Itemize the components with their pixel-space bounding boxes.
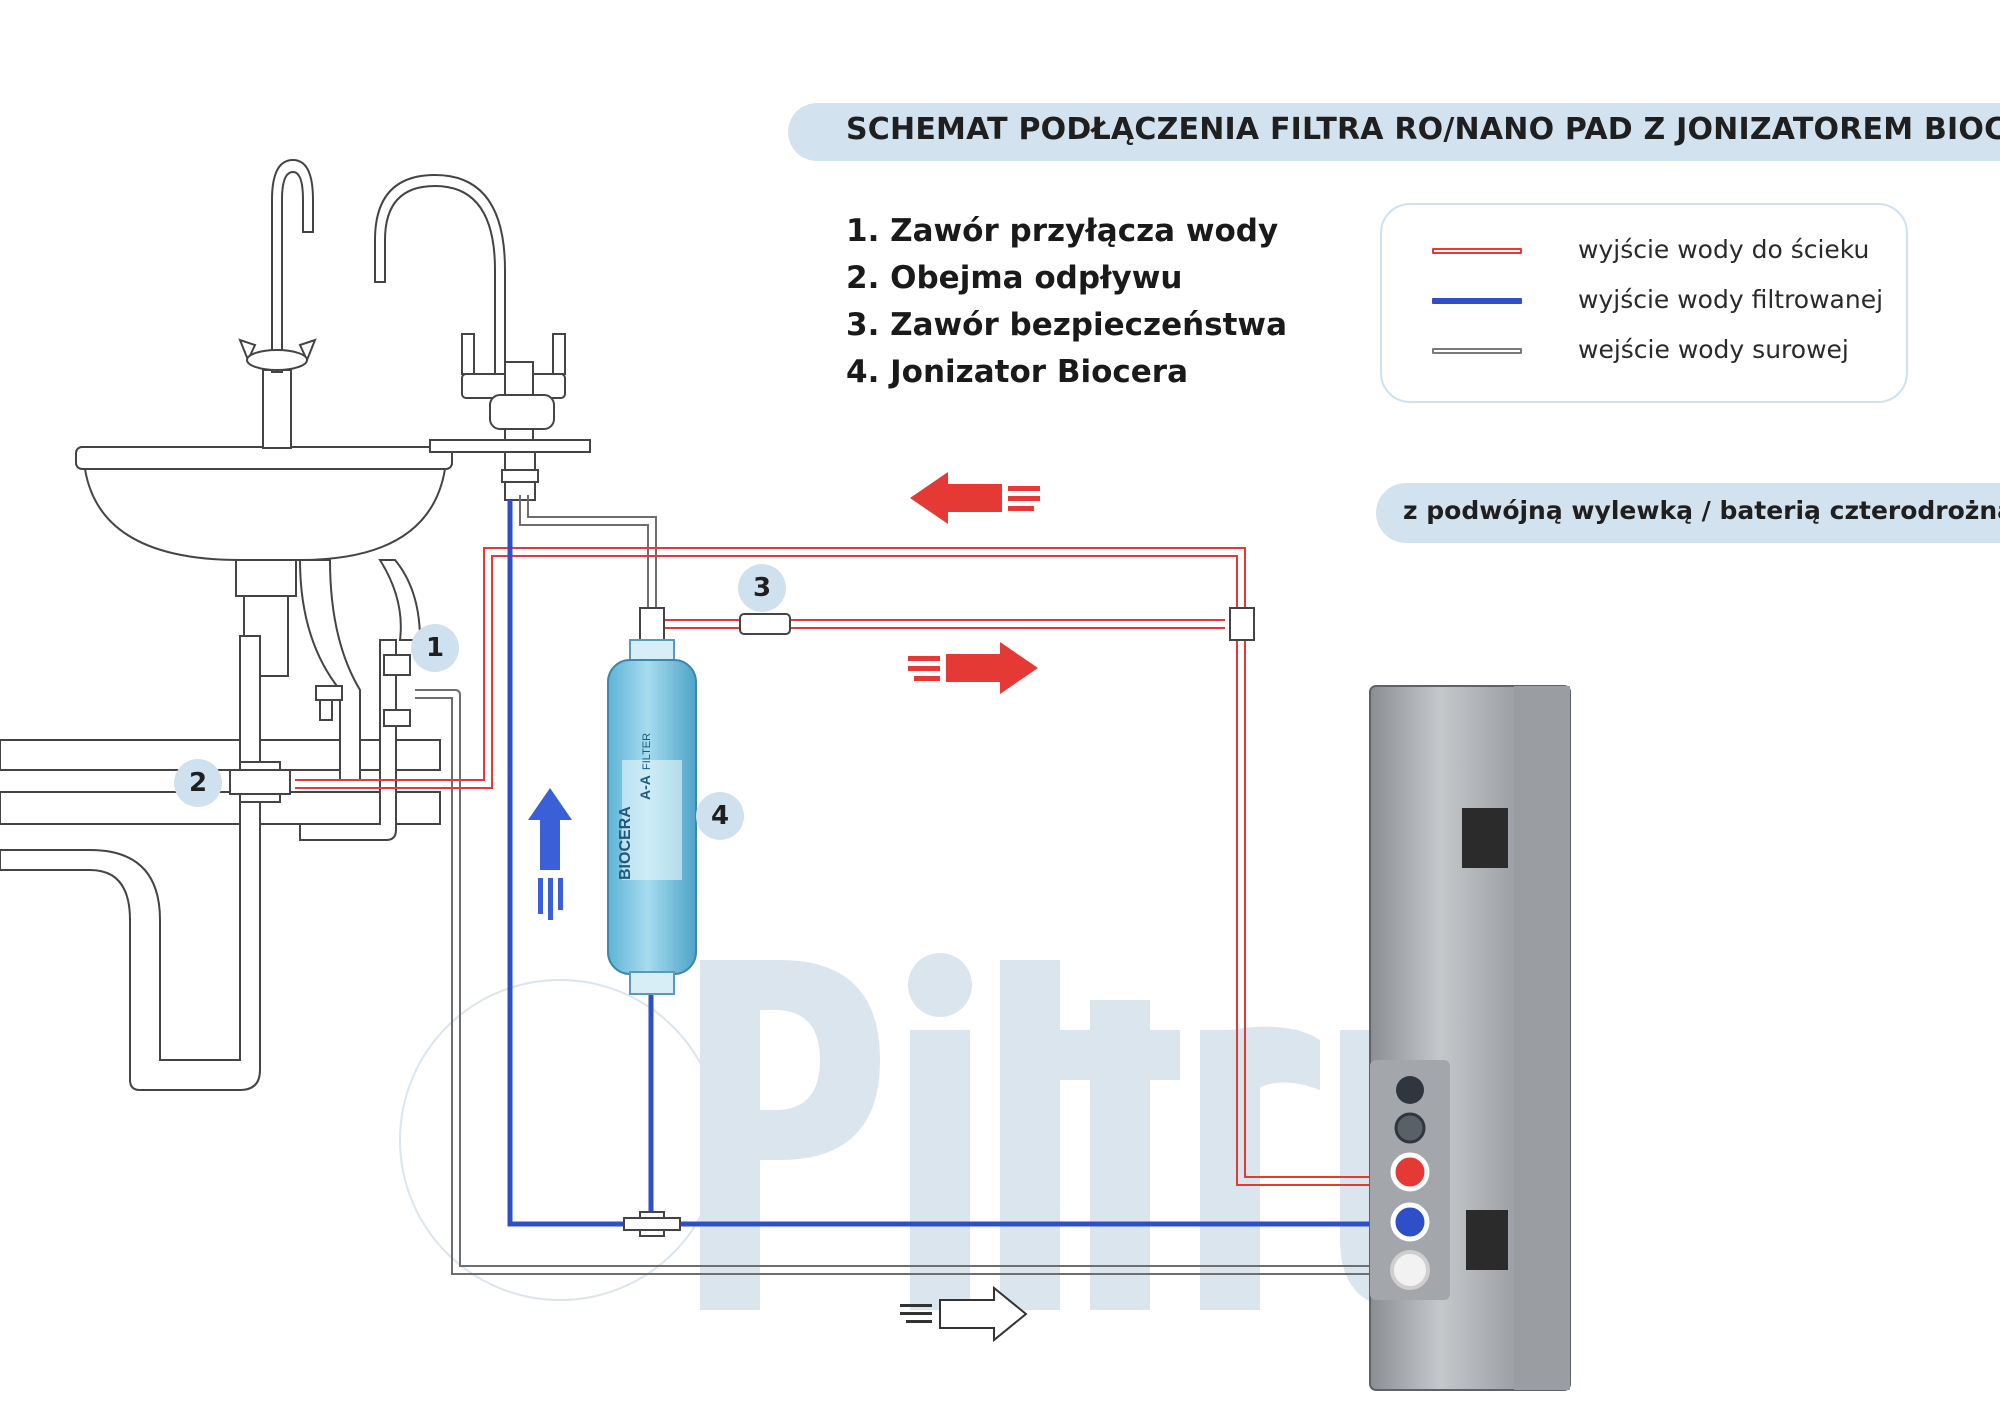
list-item: 4. Jonizator Biocera: [846, 354, 1188, 390]
kitchen-faucet-icon: [238, 158, 317, 449]
page-title: SCHEMAT PODŁĄCZENIA FILTRA RO/NANO PAD Z…: [846, 112, 2000, 147]
marker-3: 3: [738, 564, 786, 612]
legend-item-filtered: wyjście wody filtrowanej: [1382, 283, 1906, 323]
legend-label: wyjście wody filtrowanej: [1578, 285, 1884, 314]
filtered-line-icon: [1432, 298, 1522, 304]
list-item: 1. Zawór przyłącza wody: [846, 213, 1279, 249]
cartridge-type-label: A-A: [637, 775, 653, 800]
cartridge-brand-label: BIOCERA: [617, 806, 634, 880]
legend-label: wejście wody surowej: [1578, 335, 1849, 364]
raw-line-icon: [1432, 348, 1522, 354]
drain-line-icon: [1432, 248, 1522, 254]
sink-icon: [75, 446, 453, 677]
component-list: 1. Zawór przyłącza wody 2. Obejma odpływ…: [846, 208, 1287, 396]
raw-water-pipe: [415, 495, 1400, 1275]
legend-label: wyjście wody do ścieku: [1578, 235, 1870, 264]
list-item: 2. Obejma odpływu: [846, 260, 1183, 296]
marker-4: 4: [696, 792, 744, 840]
watermark-logo: [399, 953, 1510, 1310]
marker-1: 1: [411, 624, 459, 672]
marker-2: 2: [174, 759, 222, 807]
filtered-water-pipe: [507, 500, 1405, 1227]
filter-cartridge-icon: BIOCERA A-A FILTER: [607, 639, 697, 995]
ro-unit-icon: [1369, 685, 1571, 1391]
list-item: 3. Zawór bezpieczeństwa: [846, 307, 1287, 343]
title-bar: [788, 103, 2000, 161]
dual-spout-faucet-icon: [374, 173, 591, 501]
legend-item-raw: wejście wody surowej: [1382, 333, 1906, 373]
subtitle: z podwójną wylewką / baterią czterodrożn…: [1403, 496, 2000, 525]
legend-item-drain: wyjście wody do ścieku: [1382, 233, 1906, 273]
drain-siphon-icon: [0, 559, 441, 1091]
flow-arrow-icon: [528, 472, 1040, 1343]
legend: wyjście wody do ścieku wyjście wody filt…: [1380, 203, 1908, 403]
drain-pipe: [295, 547, 1400, 1186]
cartridge-filter-label: FILTER: [641, 733, 653, 770]
pipe-fittings: [623, 607, 1255, 1237]
subtitle-bar: [1376, 483, 2000, 543]
